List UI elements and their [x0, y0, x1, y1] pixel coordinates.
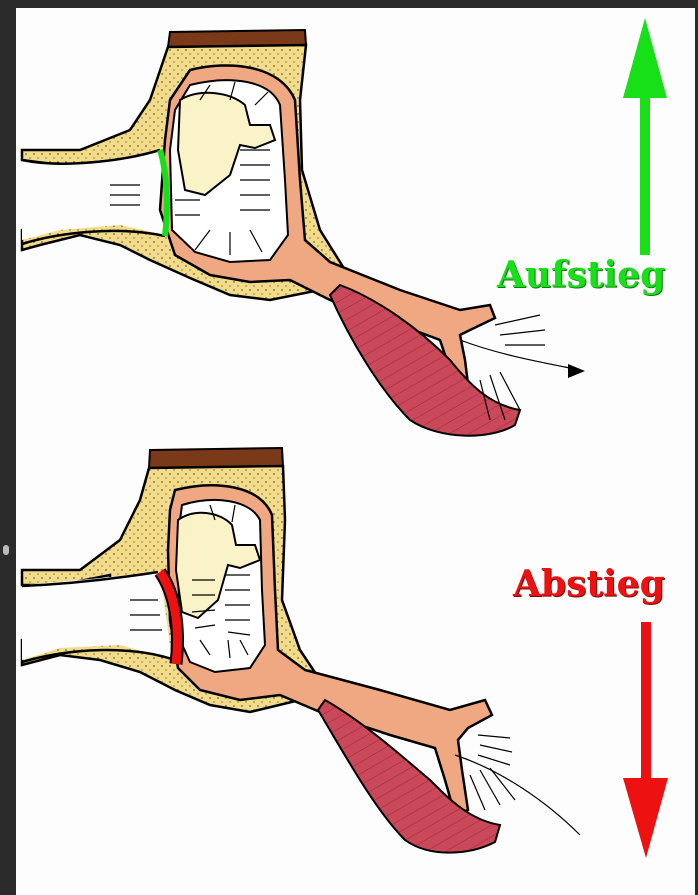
ascent-label: Aufstieg	[497, 254, 665, 296]
ascent-diagram	[22, 30, 585, 436]
arrow-down-icon	[623, 622, 668, 858]
skin-layer-bottom	[149, 448, 283, 468]
arrow-up-icon	[623, 18, 667, 255]
descent-label: Abstieg	[513, 563, 665, 605]
descent-diagram	[22, 448, 580, 853]
